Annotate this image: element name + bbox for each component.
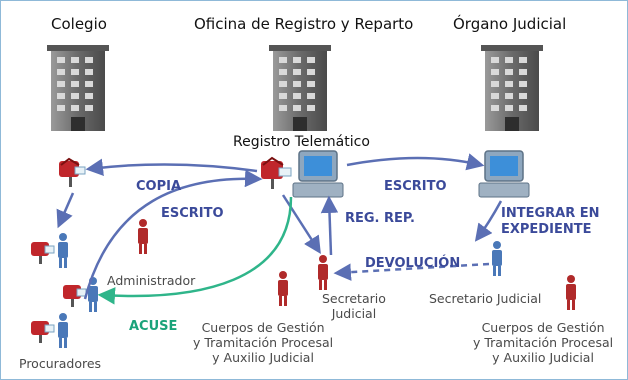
label-administrador: Administrador bbox=[107, 273, 196, 288]
mailbox-procurador-1-icon bbox=[31, 242, 55, 264]
flow-label-copia: COPIA bbox=[136, 179, 182, 194]
person-cuerpos-gestion-right-icon bbox=[566, 275, 576, 310]
building-oficina-icon bbox=[269, 45, 331, 131]
person-procurador-1-icon bbox=[58, 233, 68, 268]
flow-label-devolucion: DEVOLUCIÓN bbox=[365, 256, 461, 271]
arrow-copia bbox=[85, 158, 258, 176]
label-cuerpos-right-line2: y Tramitación Procesal bbox=[473, 335, 614, 350]
arrow-integrar-expediente bbox=[474, 200, 503, 242]
building-organo-icon bbox=[481, 45, 543, 131]
arrow-escrito-procurador-to-registro bbox=[83, 169, 263, 300]
label-cuerpos-left: Cuerpos de Gestión y Tramitación Procesa… bbox=[193, 320, 333, 365]
person-cuerpos-gestion-left-icon bbox=[278, 271, 288, 306]
label-cuerpos-right-line3: y Auxilio Judicial bbox=[492, 350, 594, 365]
arrow-escrito-to-organo bbox=[346, 153, 485, 171]
label-secretario-left-line1: Secretario bbox=[322, 291, 386, 306]
mailbox-colegio-icon bbox=[59, 157, 86, 187]
label-secretario-left-line2: Judicial bbox=[331, 306, 377, 321]
label-procuradores: Procuradores bbox=[19, 356, 102, 371]
header-colegio: Colegio bbox=[51, 15, 107, 33]
mailbox-registro-icon bbox=[261, 156, 292, 189]
arrow-devolucion bbox=[333, 262, 490, 281]
flow-label-integrar-line1: INTEGRAR EN bbox=[501, 206, 600, 221]
arrow-registro-to-secretario bbox=[281, 194, 321, 254]
mailbox-procurador-2-icon bbox=[63, 285, 87, 307]
label-secretario-left: Secretario Judicial bbox=[322, 291, 386, 321]
arrow-colegio-to-procurador bbox=[56, 192, 75, 229]
person-secretario-judicial-left-icon bbox=[318, 255, 328, 290]
person-administrador-icon bbox=[138, 219, 148, 254]
header-oficina: Oficina de Registro y Reparto bbox=[194, 15, 414, 33]
flow-label-escrito-right: ESCRITO bbox=[384, 179, 447, 194]
computer-organo-icon bbox=[478, 150, 530, 198]
flow-label-reg-rep: REG. REP. bbox=[345, 211, 415, 226]
label-cuerpos-right: Cuerpos de Gestión y Tramitación Procesa… bbox=[473, 320, 613, 365]
flow-label-integrar: INTEGRAR EN EXPEDIENTE bbox=[501, 206, 600, 238]
arrow-reg-rep bbox=[320, 195, 339, 256]
computer-oficina-icon bbox=[292, 150, 344, 198]
person-procurador-3-icon bbox=[58, 313, 68, 348]
label-registro-telematico: Registro Telemático bbox=[233, 134, 370, 150]
building-colegio-icon bbox=[47, 45, 109, 131]
label-cuerpos-right-line1: Cuerpos de Gestión bbox=[481, 320, 605, 335]
arrow-acuse bbox=[97, 196, 293, 305]
mailbox-procurador-3-icon bbox=[31, 321, 55, 343]
label-cuerpos-left-line1: Cuerpos de Gestión bbox=[201, 320, 325, 335]
flow-label-escrito-left: ESCRITO bbox=[161, 206, 224, 221]
person-secretario-judicial-right-icon bbox=[492, 241, 502, 276]
header-organo: Órgano Judicial bbox=[453, 15, 567, 33]
label-secretario-right: Secretario Judicial bbox=[429, 291, 542, 306]
flow-label-acuse: ACUSE bbox=[129, 319, 178, 334]
label-cuerpos-left-line3: y Auxilio Judicial bbox=[212, 350, 314, 365]
label-cuerpos-left-line2: y Tramitación Procesal bbox=[193, 335, 334, 350]
flow-label-integrar-line2: EXPEDIENTE bbox=[501, 222, 592, 237]
